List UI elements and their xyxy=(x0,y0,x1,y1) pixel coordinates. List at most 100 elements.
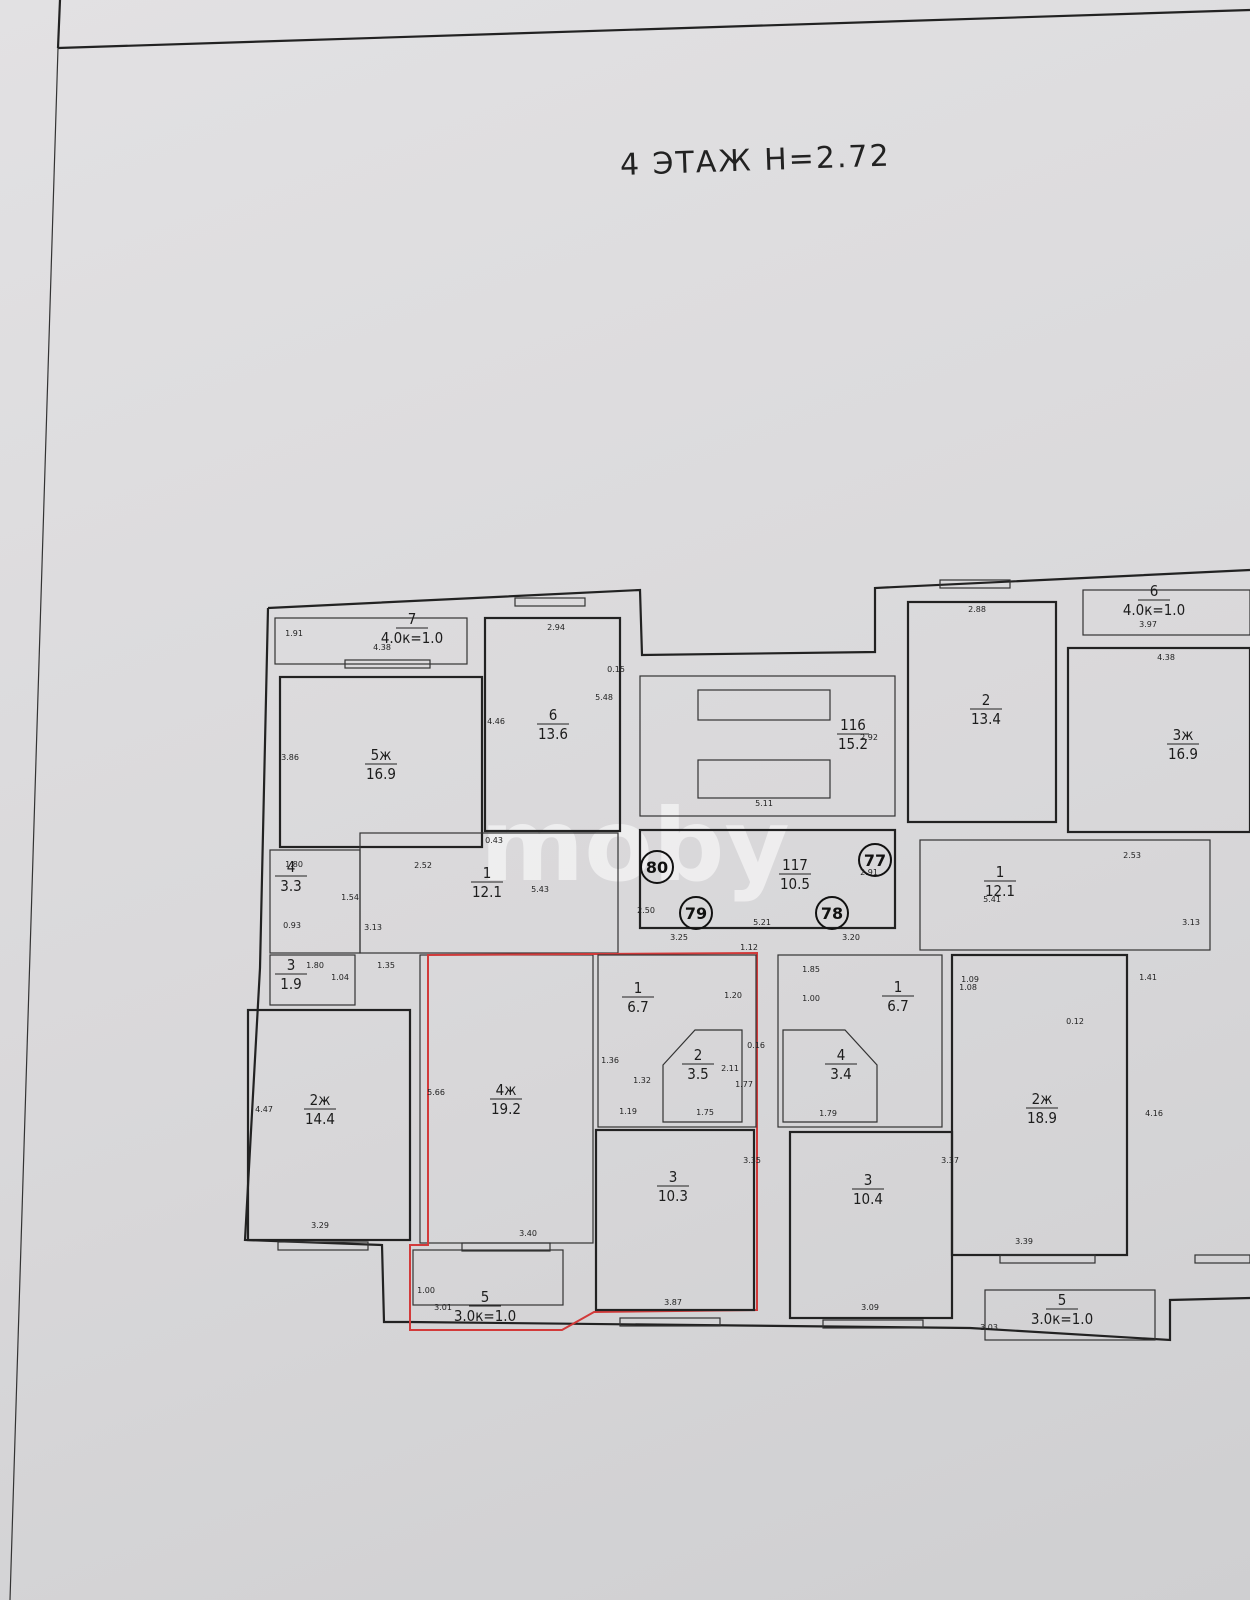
room-1-centre-right-outline xyxy=(777,954,943,1128)
dimension-label: 5.21 xyxy=(753,918,771,927)
dimension-label: 0.93 xyxy=(283,921,301,930)
dimension-label: 3.35 xyxy=(743,1156,761,1165)
room-1-left-outline xyxy=(359,832,619,954)
room-number: 3 xyxy=(287,956,296,974)
room-area: 3.4 xyxy=(830,1065,851,1083)
dimension-label: 1.32 xyxy=(633,1076,651,1085)
dimension-label: 3.03 xyxy=(980,1323,998,1332)
room-area: 18.9 xyxy=(1027,1109,1057,1127)
sheet-border-left xyxy=(9,47,59,1600)
room-1-right-outline xyxy=(919,839,1211,951)
room-number: 6 xyxy=(1150,582,1159,600)
dimension-label: 3.13 xyxy=(364,923,382,932)
dimension-label: 2.53 xyxy=(1123,851,1141,860)
window xyxy=(939,579,1011,589)
dimension-label: 2.92 xyxy=(860,733,878,742)
room-number: 117 xyxy=(782,856,808,874)
room-number: 4ж xyxy=(496,1081,517,1099)
room-area: 14.4 xyxy=(305,1110,335,1128)
room-label-2c: 23.5 xyxy=(682,1046,714,1083)
room-area: 10.3 xyxy=(658,1187,688,1205)
stair-flight-lower xyxy=(697,759,831,799)
room-number: 1 xyxy=(483,864,492,882)
dimension-label: 4.47 xyxy=(255,1105,273,1114)
sheet-border-top-left xyxy=(56,0,62,49)
room-area: 16.9 xyxy=(1168,745,1198,763)
dimension-label: 2.88 xyxy=(968,605,986,614)
room-number: 2ж xyxy=(310,1091,331,1109)
room-number: 7 xyxy=(408,610,417,628)
room-area: 12.1 xyxy=(985,882,1015,900)
room-label-3s: 31.9 xyxy=(275,956,307,993)
window xyxy=(619,1317,721,1327)
room-label-6l: 613.6 xyxy=(537,706,569,743)
dimension-label: 2.11 xyxy=(721,1064,739,1073)
dimension-label: 1.41 xyxy=(1139,973,1157,982)
dimension-label: 1.09 xyxy=(961,975,979,984)
room-6-outline xyxy=(483,616,622,833)
balcony-5-right xyxy=(984,1289,1156,1341)
axis-marker-77: 77 xyxy=(858,843,892,877)
dimension-label: 1.08 xyxy=(959,983,977,992)
watermark: moby xyxy=(480,787,790,904)
dimension-label: 1.19 xyxy=(619,1107,637,1116)
dimension-label: 4.46 xyxy=(487,717,505,726)
dimension-label: 5.48 xyxy=(595,693,613,702)
room-area: 3.0к=1.0 xyxy=(1031,1310,1093,1328)
dimension-label: 3.13 xyxy=(1182,918,1200,927)
dimension-label: 4.16 xyxy=(1145,1109,1163,1118)
axis-marker-79: 79 xyxy=(679,896,713,930)
dimension-label: 1.00 xyxy=(417,1286,435,1295)
room-area: 19.2 xyxy=(491,1100,521,1118)
window xyxy=(1194,1254,1250,1264)
room-label-4: 43.3 xyxy=(275,858,307,895)
balcony-5-left xyxy=(412,1249,564,1306)
dimension-label: 1.54 xyxy=(341,893,359,902)
room-2-right-outline xyxy=(906,600,1058,824)
dimension-label: 0.15 xyxy=(607,665,625,674)
svg-text:78: 78 xyxy=(821,904,843,923)
dimension-label: 5.43 xyxy=(531,885,549,894)
dimension-label: 3.37 xyxy=(941,1156,959,1165)
room-label-4c: 43.4 xyxy=(825,1046,857,1083)
window xyxy=(514,597,586,607)
room-number: 4 xyxy=(287,858,296,876)
room-2-centre-outline xyxy=(662,1029,743,1123)
room-area: 10.4 xyxy=(853,1190,883,1208)
room-area: 1.9 xyxy=(280,975,301,993)
room-area: 10.5 xyxy=(780,875,810,893)
room-area: 6.7 xyxy=(887,997,908,1015)
dimension-label: 3.25 xyxy=(670,933,688,942)
dimension-label: 0.12 xyxy=(1066,1017,1084,1026)
window xyxy=(822,1319,924,1329)
room-area: 3.0к=1.0 xyxy=(454,1307,516,1325)
dimension-label: 3.86 xyxy=(281,753,299,762)
room-4-centre-outline xyxy=(782,1029,878,1123)
room-number: 5 xyxy=(1058,1291,1067,1309)
dimension-label: 4.38 xyxy=(1157,653,1175,662)
room-number: 1 xyxy=(894,978,903,996)
room-label-5l: 53.0к=1.0 xyxy=(454,1288,516,1325)
room-area: 3.5 xyxy=(687,1065,708,1083)
window xyxy=(461,1242,551,1252)
svg-text:79: 79 xyxy=(685,904,707,923)
dimension-label: 1.12 xyxy=(740,943,758,952)
room-area: 15.2 xyxy=(838,735,868,753)
room-number: 1 xyxy=(634,979,643,997)
dimension-label: 0.16 xyxy=(747,1041,765,1050)
dimension-label: 1.80 xyxy=(285,860,303,869)
room-area: 13.4 xyxy=(971,710,1001,728)
room-number: 2ж xyxy=(1032,1090,1053,1108)
dimension-label: 5.66 xyxy=(427,1088,445,1097)
dimension-label: 1.80 xyxy=(306,961,324,970)
room-label-2r: 213.4 xyxy=(970,691,1002,728)
room-label-6r: 64.0к=1.0 xyxy=(1123,582,1185,619)
dimension-label: 2.52 xyxy=(414,861,432,870)
room-area: 4.0к=1.0 xyxy=(381,629,443,647)
dimension-label: 3.40 xyxy=(519,1229,537,1238)
room-3zh-outline xyxy=(1066,646,1250,834)
